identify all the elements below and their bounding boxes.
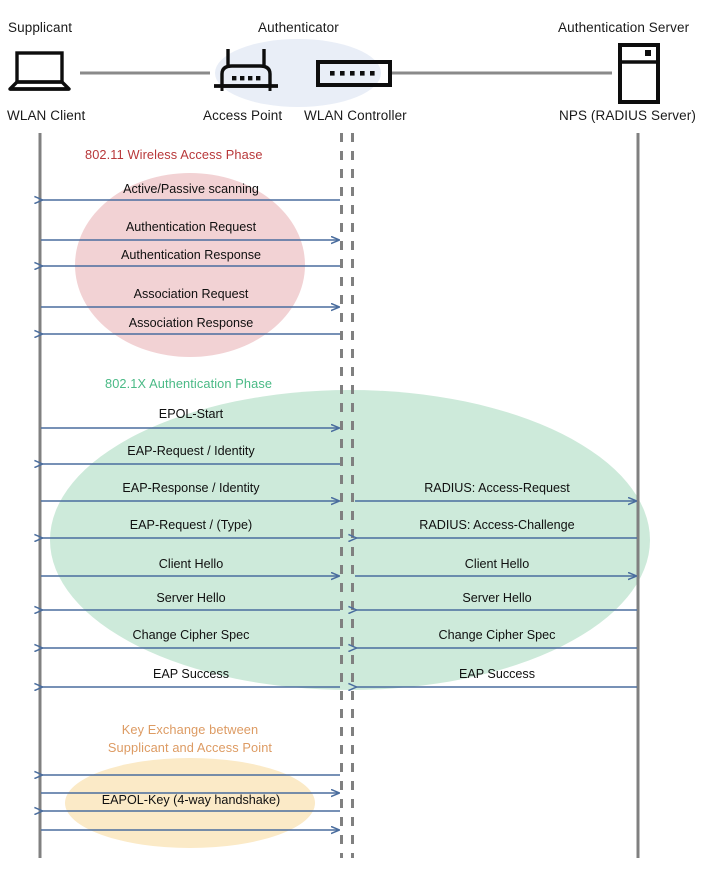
role-title-authentication-server: Authentication Server: [558, 20, 690, 35]
msg-label-radius-access-challenge: RADIUS: Access-Challenge: [419, 518, 575, 532]
msg-label-association-request: Association Request: [133, 287, 249, 301]
server-icon: [618, 43, 660, 104]
msg-label-eap-success-right: EAP Success: [458, 667, 536, 681]
msg-label-authentication-request: Authentication Request: [125, 220, 257, 234]
phase-ellipse-keyexchange: [65, 758, 315, 848]
msg-label-eap-response-identity: EAP-Response / Identity: [122, 481, 260, 495]
device-caption-nps-radius-server: NPS (RADIUS Server): [559, 108, 696, 123]
msg-label-change-cipher-spec-left: Change Cipher Spec: [132, 628, 250, 642]
access-point-icon: [214, 49, 278, 91]
phase-label-key-exchange: Key Exchange between Supplicant and Acce…: [75, 721, 305, 757]
msg-label-change-cipher-spec-right: Change Cipher Spec: [438, 628, 556, 642]
laptop-icon: [8, 51, 71, 91]
authenticator-group-ellipse: [215, 39, 381, 107]
msg-label-eapol-key: EAPOL-Key (4-way handshake): [101, 793, 281, 807]
msg-label-eap-request-identity: EAP-Request / Identity: [127, 444, 255, 458]
msg-label-association-response: Association Response: [128, 316, 254, 330]
msg-label-radius-access-request: RADIUS: Access-Request: [424, 481, 570, 495]
msg-label-server-hello-left: Server Hello: [156, 591, 226, 605]
wlan-controller-icon: [316, 60, 392, 87]
device-caption-wlan-client: WLAN Client: [7, 108, 86, 123]
msg-label-eap-success-left: EAP Success: [152, 667, 230, 681]
msg-label-authentication-response: Authentication Response: [120, 248, 262, 262]
msg-label-eapol-start: EPOL-Start: [158, 407, 224, 421]
role-title-authenticator: Authenticator: [258, 20, 339, 35]
phase-ellipse-80211: [75, 173, 305, 357]
msg-label-client-hello-left: Client Hello: [158, 557, 224, 571]
device-caption-access-point: Access Point: [203, 108, 283, 123]
msg-label-active-passive-scanning: Active/Passive scanning: [123, 182, 259, 196]
msg-label-eap-request-type: EAP-Request / (Type): [129, 518, 253, 532]
phase-label-80211: 802.11 Wireless Access Phase: [85, 147, 263, 162]
role-title-supplicant: Supplicant: [8, 20, 73, 35]
phase-label-key-exchange-line2: Supplicant and Access Point: [107, 740, 273, 755]
msg-label-server-hello-right: Server Hello: [462, 591, 532, 605]
phase-label-key-exchange-line1: Key Exchange between: [121, 722, 259, 737]
msg-label-client-hello-right: Client Hello: [464, 557, 530, 571]
phase-ellipse-8021x: [50, 390, 650, 690]
device-caption-wlan-controller: WLAN Controller: [304, 108, 407, 123]
phase-label-8021x: 802.1X Authentication Phase: [105, 376, 273, 391]
